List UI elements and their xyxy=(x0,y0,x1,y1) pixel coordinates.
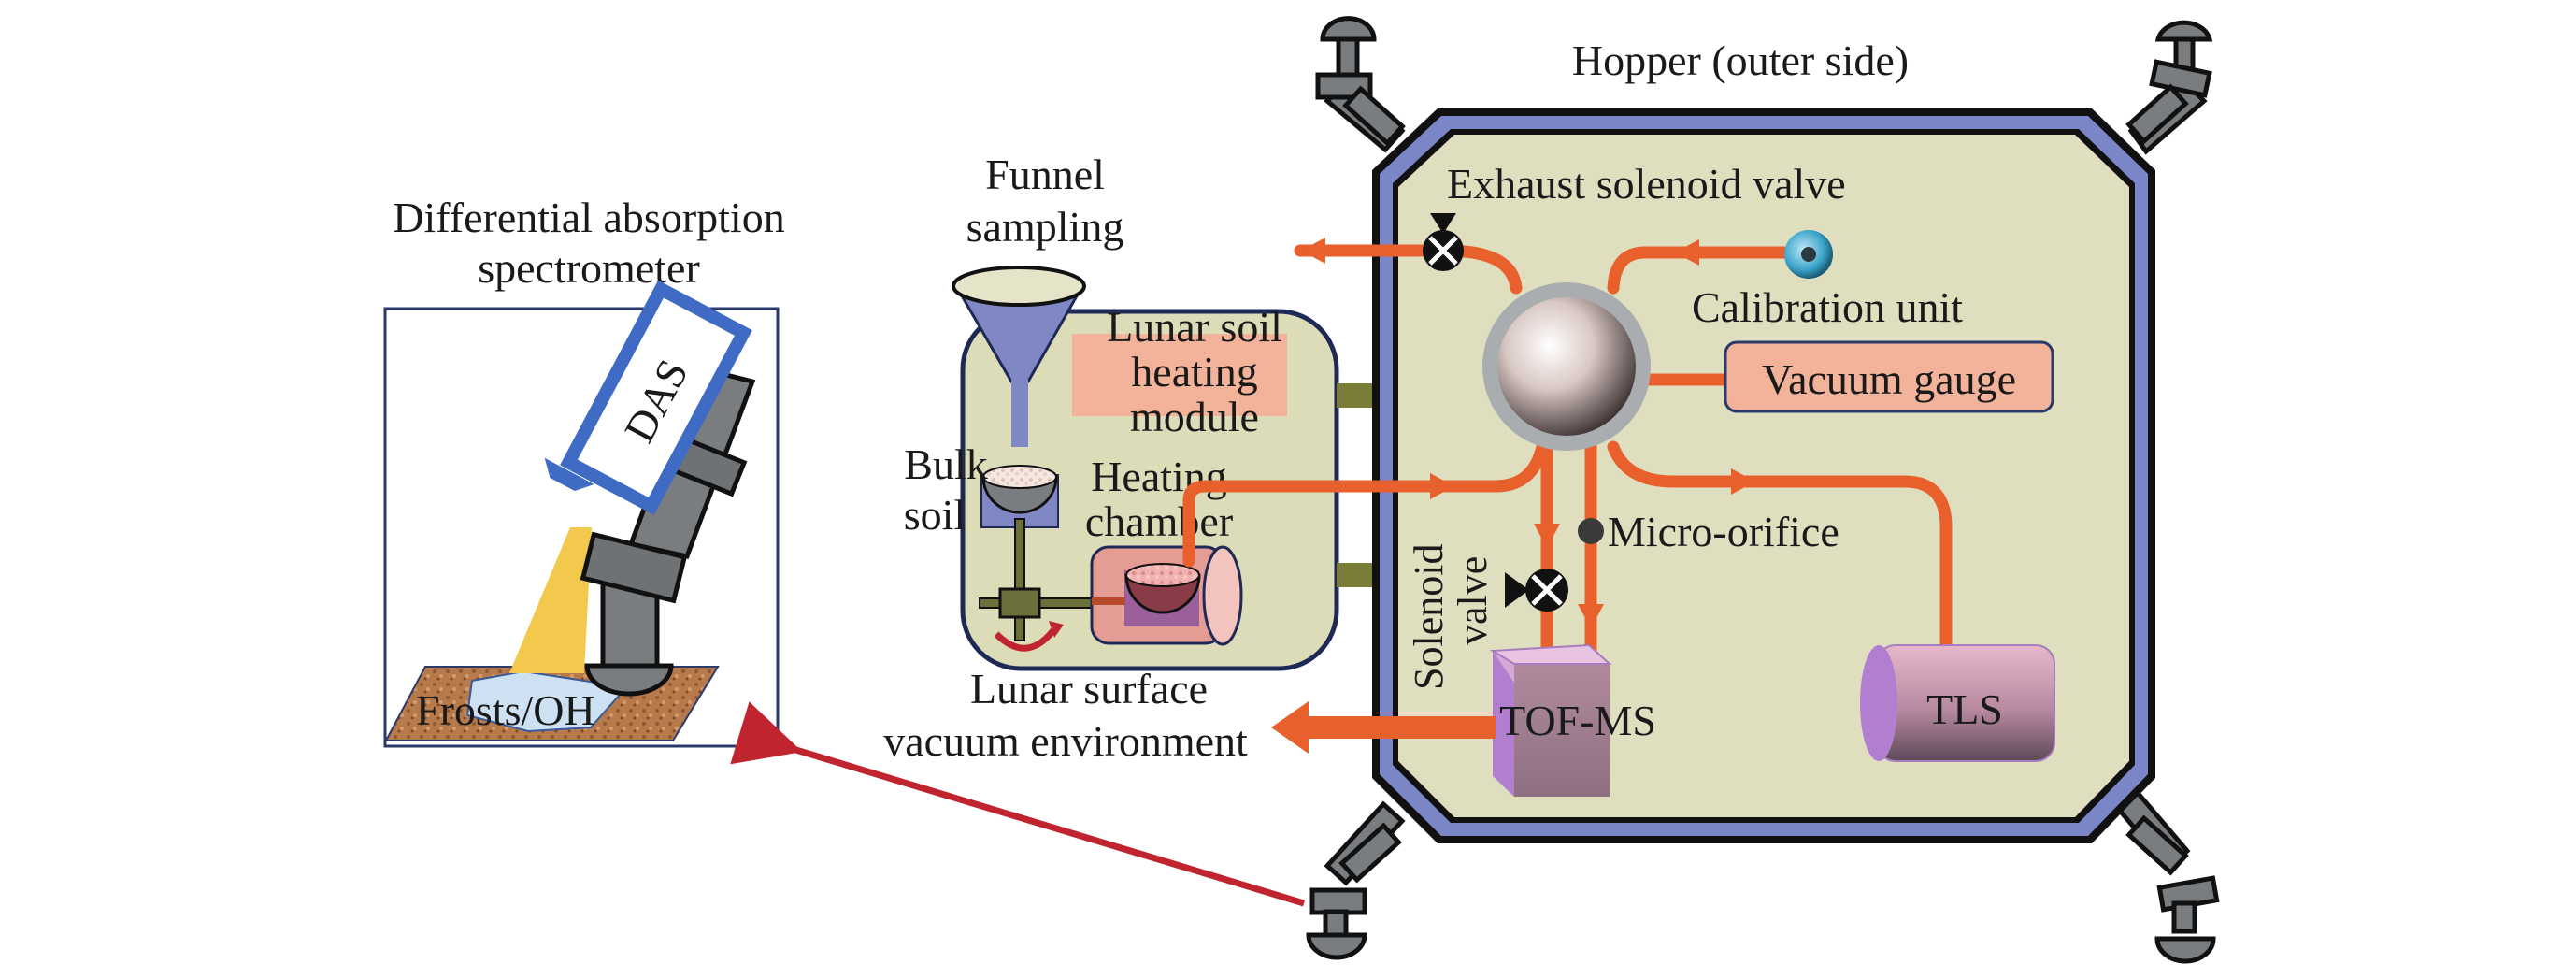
tof-ms-unit xyxy=(1489,643,1612,797)
module-label-line3: module xyxy=(1130,393,1259,440)
tls-unit xyxy=(1860,644,2055,762)
hopper-leg-bottom-left xyxy=(1306,800,1406,960)
vacuum-gauge-box xyxy=(1724,340,2054,413)
calibration-unit-label: Calibration unit xyxy=(1692,283,1963,331)
solenoid-valve-label-line1: Solenoid xyxy=(1406,544,1452,690)
light-beam xyxy=(509,527,592,673)
hopper-leg-top-right xyxy=(2125,20,2213,155)
funnel-label-line1: Funnel xyxy=(985,151,1105,198)
hopper: Hopper (outer side) xyxy=(1182,16,2220,964)
micro-orifice-label: Micro-orifice xyxy=(1608,508,1839,555)
chamber-label-line1: Heating xyxy=(1091,453,1227,500)
das-title-line1: Differential absorption xyxy=(393,194,784,241)
exhaust-arrow xyxy=(1271,701,1496,754)
das-instrument: DAS xyxy=(544,280,752,515)
frosts-label: Frosts/OH xyxy=(416,686,595,734)
vacuum-gauge-label: Vacuum gauge xyxy=(1762,355,2016,403)
hopper-leg-top-left xyxy=(1315,16,1406,153)
exhaust-valve-label: Exhaust solenoid valve xyxy=(1447,160,1846,208)
exhaust-valve-icon xyxy=(1423,213,1464,271)
module-label-box xyxy=(1072,334,1287,416)
bulk-soil-label-line1: Bulk xyxy=(904,440,987,488)
rotation-arrow-icon xyxy=(994,624,1059,652)
heating-module: Funnel sampling Lunar soil heating modul… xyxy=(904,151,1380,671)
connector-arrow xyxy=(730,701,1306,907)
module-label-line1: Lunar soil xyxy=(1107,303,1282,351)
tls-label: TLS xyxy=(1926,685,2003,733)
solenoid-valve-label-line2: valve xyxy=(1450,556,1496,645)
vacuum-env-label-line2: vacuum environment xyxy=(883,717,1248,765)
bulk-soil-cup xyxy=(979,465,1167,652)
bulk-soil-label-line2: soil xyxy=(904,491,966,539)
funnel-label-line2: sampling xyxy=(966,203,1124,251)
hopper-leg-bottom-right xyxy=(2111,784,2220,964)
vacuum-chamber-sphere xyxy=(1482,282,1651,451)
calibration-unit-icon xyxy=(1784,230,1833,279)
funnel-icon xyxy=(952,266,1086,447)
das-panel: Differential absorption spectrometer DAS… xyxy=(383,194,785,748)
solenoid-valve-icon xyxy=(1505,569,1568,612)
heating-chamber xyxy=(1090,545,1243,646)
vacuum-env-label-line1: Lunar surface xyxy=(970,665,1208,713)
hopper-title: Hopper (outer side) xyxy=(1572,36,1909,84)
chamber-label-line2: chamber xyxy=(1085,497,1233,545)
micro-orifice-icon xyxy=(1578,518,1604,544)
module-label-line2: heating xyxy=(1131,348,1257,396)
tof-ms-label: TOF-MS xyxy=(1499,697,1656,744)
gas-pipes xyxy=(1182,238,1953,672)
